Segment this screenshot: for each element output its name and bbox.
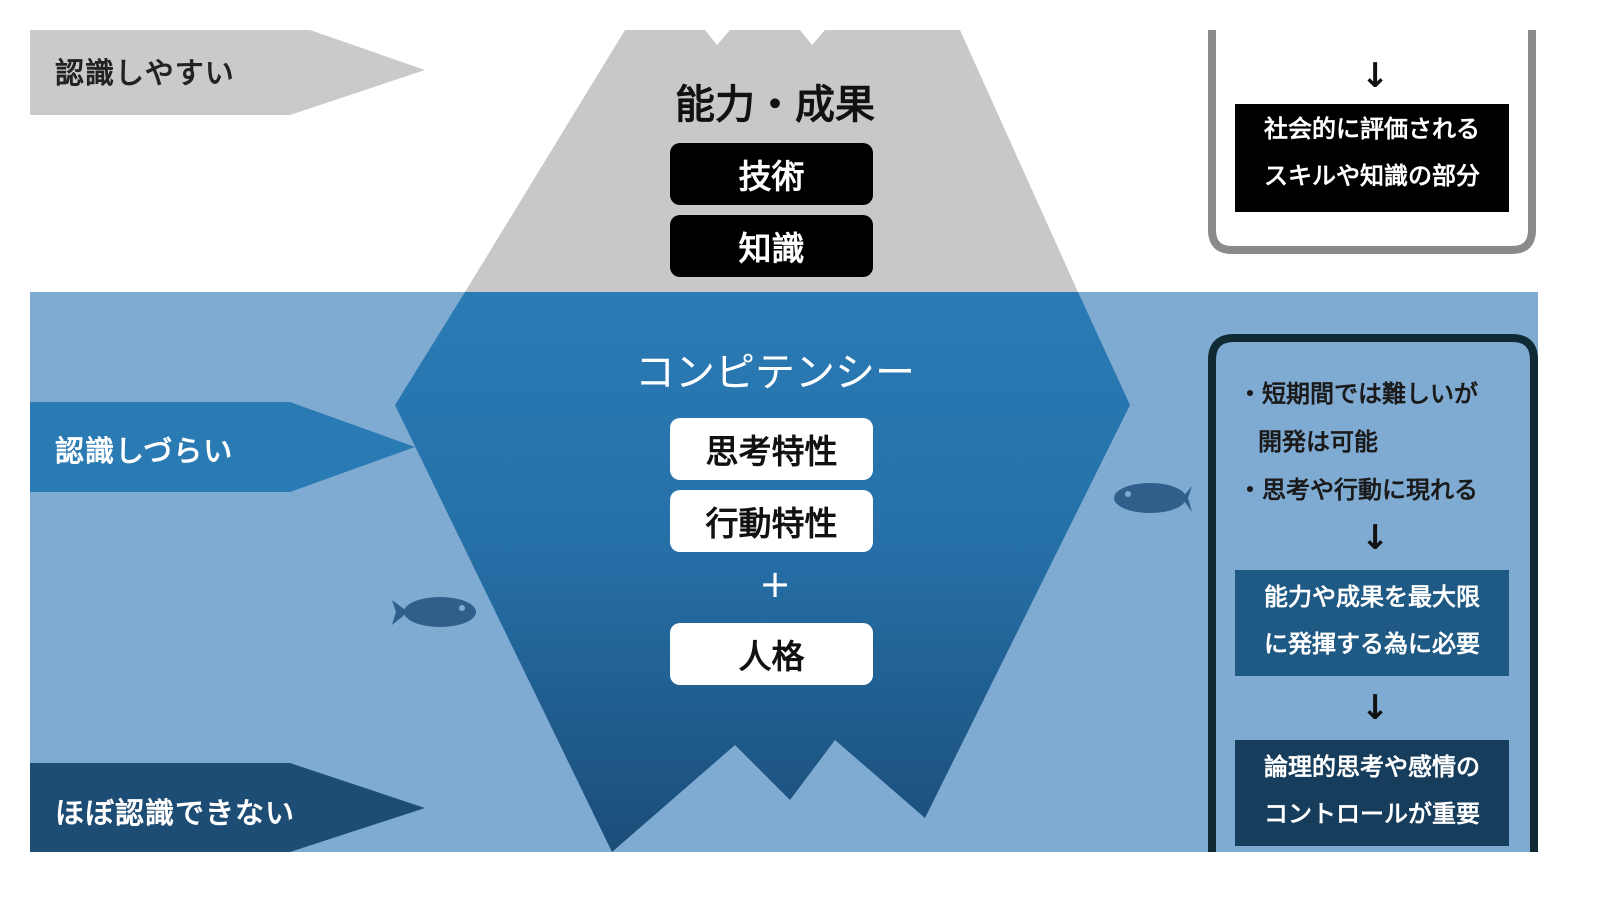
label-line: スキルや知識の部分 bbox=[1264, 162, 1480, 190]
down-arrow-icon: ↓ bbox=[1360, 518, 1390, 558]
right-top-label: 社会的に評価される スキルや知識の部分 bbox=[1235, 106, 1509, 200]
level-arrow-almost-none bbox=[30, 763, 425, 852]
plus-sign: + bbox=[759, 562, 791, 606]
right-box-2-text: 論理的思考や感情の コントロールが重要 bbox=[1235, 744, 1509, 838]
box-line: コントロールが重要 bbox=[1264, 800, 1480, 828]
right-box-1 bbox=[1235, 570, 1509, 676]
fish-icon bbox=[392, 597, 476, 627]
level-label-almost-none: ほぼ認識できない bbox=[55, 796, 296, 830]
bullet-item-continued: 開発は可能 bbox=[1258, 428, 1378, 456]
down-arrow-icon: ↓ bbox=[1360, 56, 1390, 96]
box-line: に発揮する為に必要 bbox=[1264, 630, 1480, 658]
level-label-easy: 認識しやすい bbox=[55, 56, 235, 90]
personality-box: 人格 bbox=[670, 623, 873, 685]
thinking-trait-box: 思考特性 bbox=[670, 418, 873, 480]
ability-title: 能力・成果 bbox=[675, 82, 875, 128]
level-arrow-easy bbox=[30, 30, 425, 115]
level-arrow-hard bbox=[30, 402, 415, 492]
label-line: 社会的に評価される bbox=[1264, 115, 1480, 143]
skill-box: 技術 bbox=[670, 143, 873, 205]
behavior-trait-box: 行動特性 bbox=[670, 490, 873, 552]
right-box-1-text: 能力や成果を最大限 に発揮する為に必要 bbox=[1235, 574, 1509, 668]
level-label-hard: 認識しづらい bbox=[55, 434, 234, 468]
box-line: 能力や成果を最大限 bbox=[1264, 583, 1480, 611]
competency-title: コンピテンシー bbox=[635, 350, 915, 396]
right-top-label-box bbox=[1235, 104, 1509, 212]
knowledge-box: 知識 bbox=[670, 215, 873, 277]
iceberg-below-water bbox=[395, 292, 1130, 852]
down-arrow-icon: ↓ bbox=[1360, 688, 1390, 728]
fish-icon bbox=[1114, 483, 1192, 513]
bullet-item: ・短期間では難しいが bbox=[1238, 380, 1478, 408]
right-box-2 bbox=[1235, 740, 1509, 846]
box-line: 論理的思考や感情の bbox=[1264, 753, 1480, 781]
bullet-item: ・思考や行動に現れる bbox=[1238, 476, 1478, 504]
